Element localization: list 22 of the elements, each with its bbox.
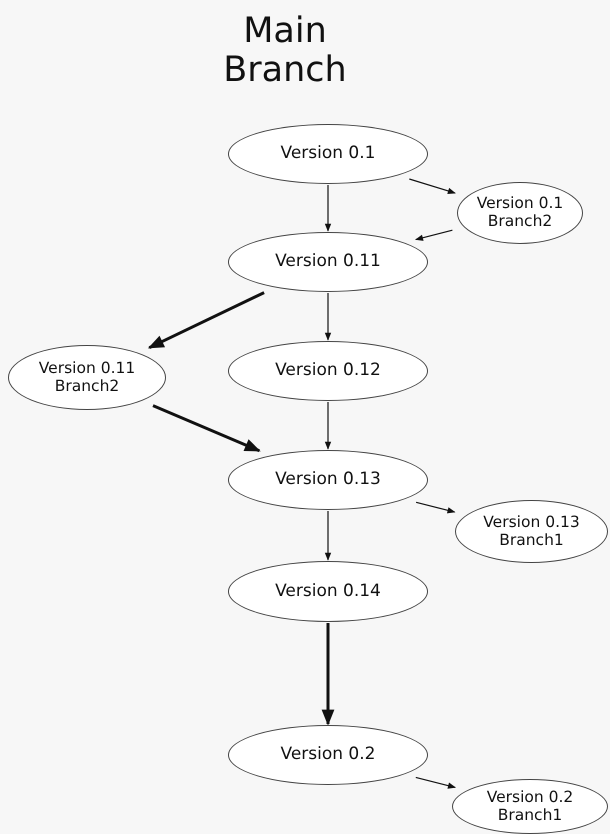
node-label: Version 0.2 Branch1 [486, 788, 574, 824]
node-label: Version 0.13 Branch1 [482, 514, 581, 550]
diagram-title: Main Branch [222, 12, 348, 89]
arrow [148, 291, 265, 350]
arrow [409, 178, 456, 194]
node-label: Version 0.1 Branch2 [476, 195, 564, 231]
arrow [416, 502, 456, 514]
node-label: Version 0.2 [280, 745, 376, 765]
arrow [324, 402, 332, 450]
arrow [324, 185, 332, 232]
node-label: Version 0.1 [280, 144, 376, 164]
arrow [324, 293, 332, 341]
node-label: Version 0.11 Branch2 [38, 360, 136, 396]
arrow [416, 776, 456, 789]
node-label: Version 0.14 [275, 582, 381, 602]
node-label: Version 0.12 [275, 361, 381, 381]
arrow [324, 511, 332, 561]
node-label: Version 0.13 [275, 470, 381, 490]
arrow [322, 623, 334, 726]
node-label: Version 0.11 [275, 252, 381, 272]
arrow [152, 404, 261, 452]
arrow [415, 230, 453, 241]
